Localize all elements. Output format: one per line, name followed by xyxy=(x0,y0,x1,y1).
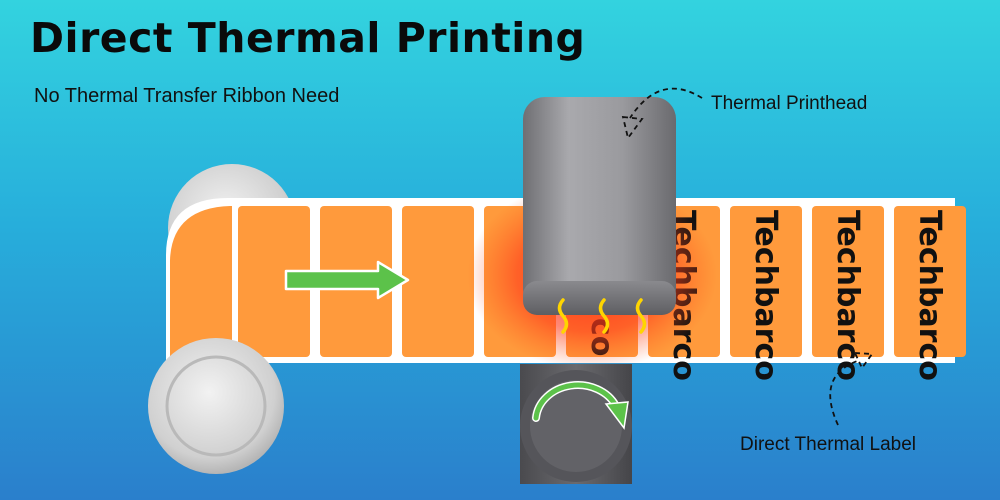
label-print-text: Techbarco xyxy=(748,210,783,381)
rotation-arrow-icon xyxy=(532,381,629,430)
heat-wave-icon xyxy=(557,298,647,334)
printed-label xyxy=(812,206,884,357)
supply-roller-core xyxy=(165,355,267,457)
label-callout: Direct Thermal Label xyxy=(740,434,917,455)
blank-label xyxy=(402,206,474,357)
flow-arrow-icon xyxy=(284,260,410,300)
printed-label xyxy=(894,206,966,357)
label-curved-lead xyxy=(170,206,232,368)
printhead-callout: Thermal Printhead xyxy=(711,93,868,114)
label-print-text: Techbarco xyxy=(912,210,947,381)
blank-label xyxy=(238,206,310,357)
dashed-pointer-icon xyxy=(829,352,874,426)
diagram-title: Direct Thermal Printing xyxy=(30,14,586,62)
thermal-printhead xyxy=(523,97,676,311)
diagram-subtitle: No Thermal Transfer Ribbon Need xyxy=(34,85,340,107)
printed-label xyxy=(730,206,802,357)
label-print-text: Techbarco xyxy=(830,210,865,381)
dashed-pointer-icon xyxy=(621,87,703,141)
platen-roller-face xyxy=(530,380,622,472)
